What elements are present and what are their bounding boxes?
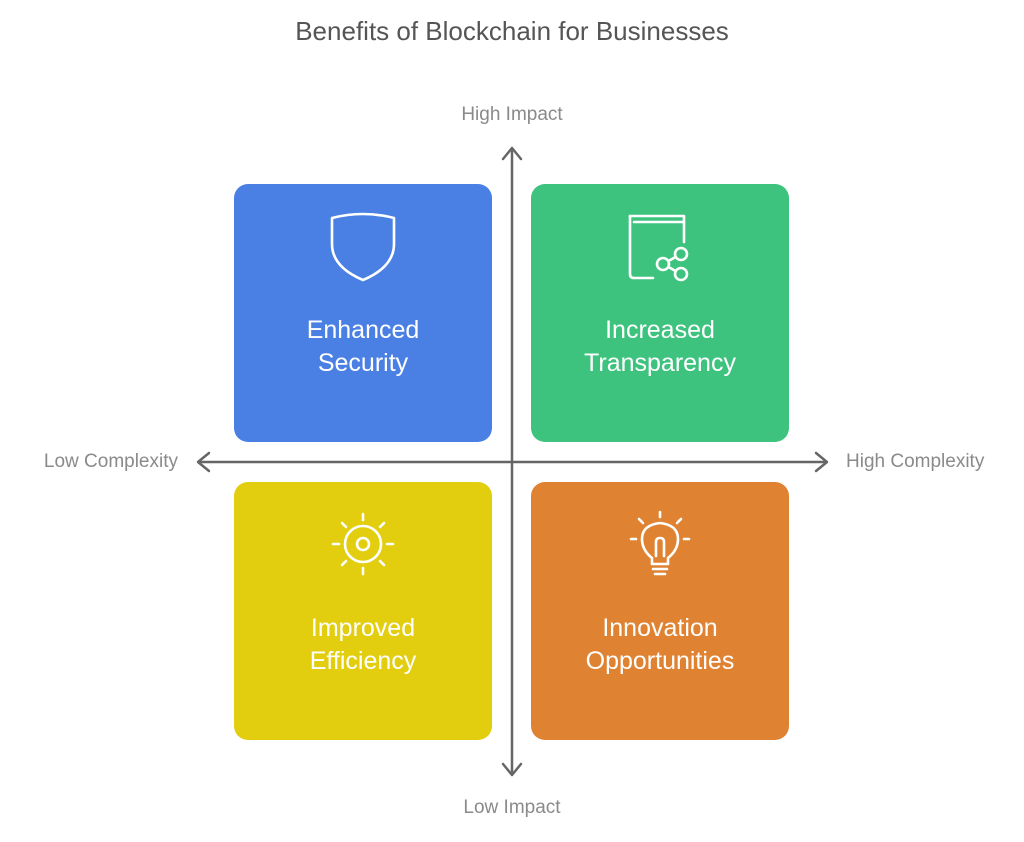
ledger-share-icon [628, 214, 689, 282]
diagram-title: Benefits of Blockchain for Businesses [295, 16, 729, 46]
quadrant-label: Improved Efficiency [309, 614, 417, 675]
quadrant-label: Increased Transparency [584, 316, 736, 377]
arrow-left-icon [196, 451, 211, 473]
shield-icon [330, 212, 396, 282]
arrow-up-icon [501, 146, 523, 161]
quadrant-label: Innovation Opportunities [585, 614, 735, 675]
quadrant-improved-efficiency: Improved Efficiency [234, 482, 492, 740]
axis-label-low-impact: Low Impact [463, 797, 561, 818]
lightbulb-icon [629, 510, 691, 576]
quadrant-enhanced-security: Enhanced Security [234, 184, 492, 442]
quadrant-innovation-opportunities: Innovation Opportunities [531, 482, 789, 740]
arrow-right-icon [814, 451, 829, 473]
quadrant-increased-transparency: Increased Transparency [531, 184, 789, 442]
quadrant-label: Enhanced Security [306, 316, 420, 377]
axis-label-high-impact: High Impact [461, 104, 563, 125]
axis-label-high-complexity: High Complexity [846, 451, 985, 472]
arrow-down-icon [501, 762, 523, 777]
axis-label-low-complexity: Low Complexity [43, 451, 178, 472]
sun-gear-icon [331, 512, 395, 576]
